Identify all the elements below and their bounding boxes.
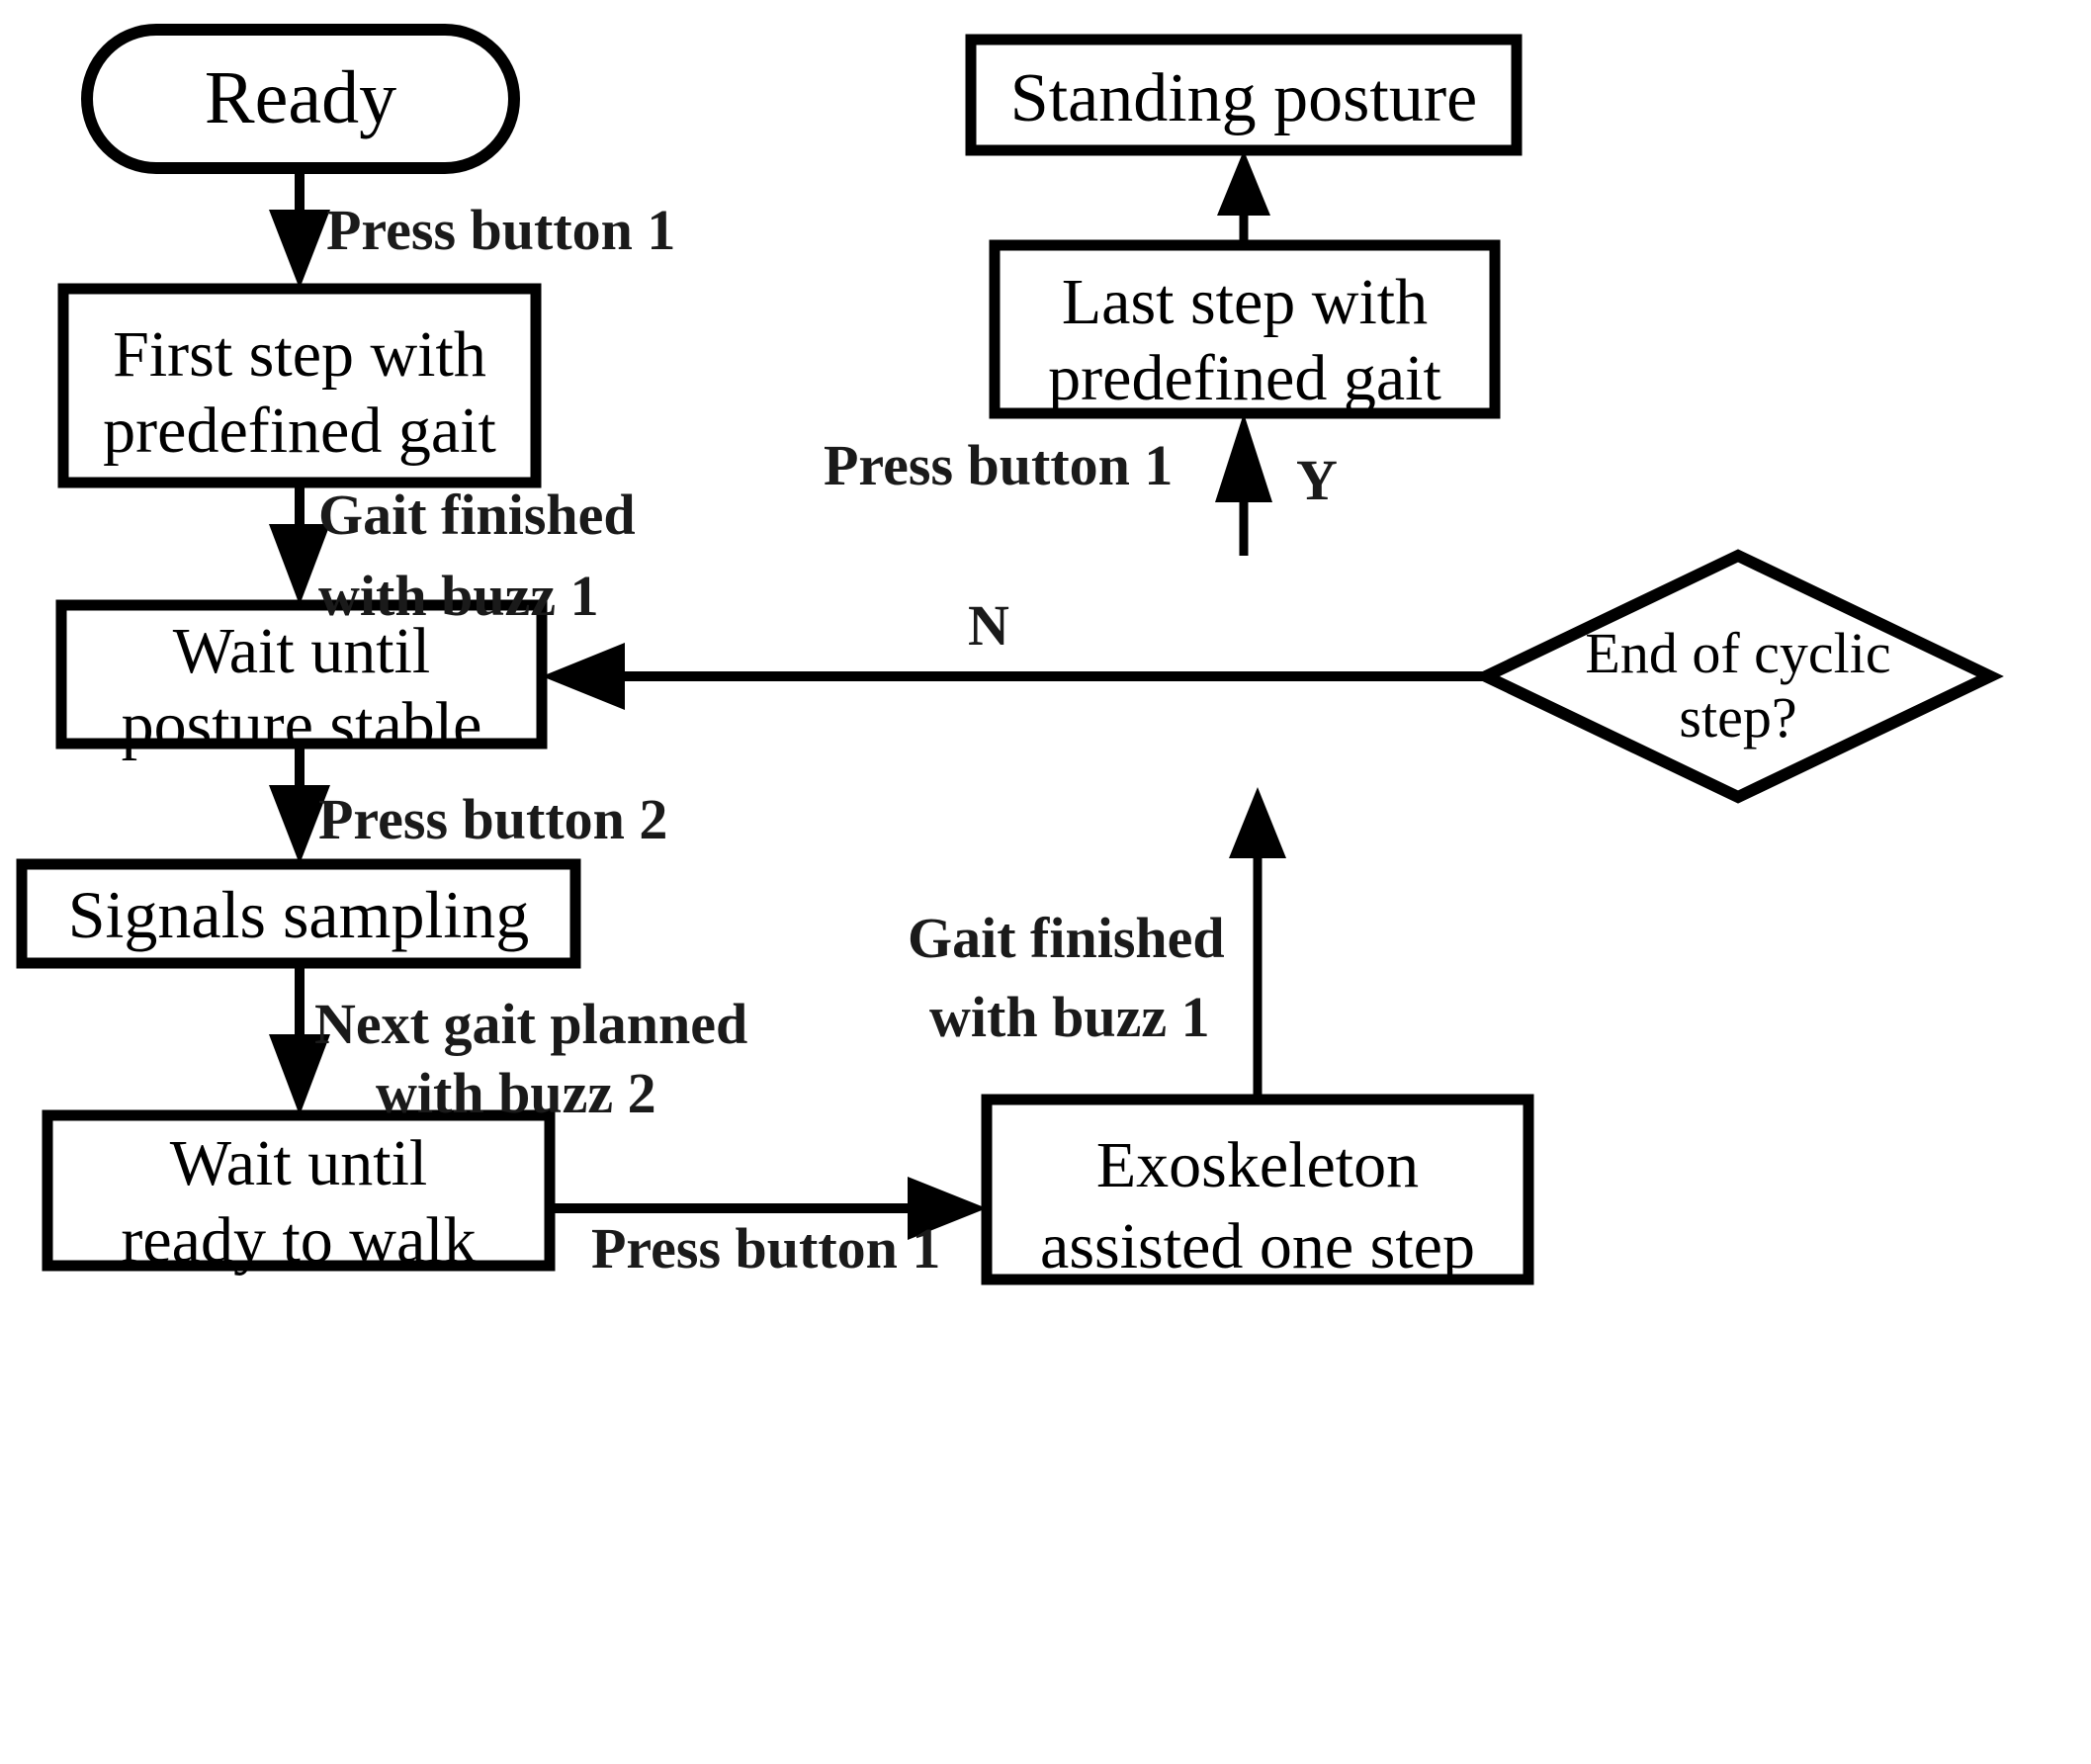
node-last-step-shape[interactable]	[989, 239, 1501, 419]
node-exoskeleton-assisted-step-shape[interactable]	[981, 1094, 1534, 1285]
arrow-head-down	[269, 524, 330, 605]
node-last-step-label-line1: Last step with	[1062, 266, 1428, 338]
edge-label-press-button-1-start: Press button 1	[326, 198, 675, 262]
edge-last-step-to-standing	[1217, 150, 1270, 245]
node-signals-sampling-label: Signals sampling	[68, 877, 530, 952]
edge-label-press-button-1-walk: Press button 1	[591, 1216, 940, 1280]
node-ready-shape[interactable]	[81, 24, 520, 174]
node-last-step-label-line2: predefined gait	[1048, 342, 1441, 414]
node-end-of-cyclic-step[interactable]: End of cyclic step?	[1472, 549, 2004, 804]
arrow-head-down	[269, 210, 330, 289]
edge-decision-no-to-wait-posture	[542, 643, 1486, 710]
node-exoskeleton-label-line1: Exoskeleton	[1096, 1129, 1419, 1201]
node-first-step[interactable]: First step with predefined gait	[57, 283, 542, 488]
node-first-step-label-line1: First step with	[113, 318, 486, 391]
node-wait-ready-to-walk-label-line2: ready to walk	[121, 1204, 476, 1277]
edge-label-press-button-1-last-step: Press button 1	[824, 433, 1173, 497]
arrow-head-left	[542, 643, 625, 710]
edge-exoskeleton-to-decision	[1229, 787, 1286, 1100]
arrow-head-down	[269, 1034, 330, 1115]
edge-label-press-button-2: Press button 2	[318, 787, 667, 851]
node-wait-ready-to-walk[interactable]: Wait until ready to walk	[42, 1109, 556, 1277]
arrow-head-down	[269, 785, 330, 864]
edge-label-next-gait-planned-line2: with buzz 2	[376, 1061, 656, 1125]
edge-wait-ready-to-exoskeleton	[550, 1177, 987, 1240]
branch-label-no: N	[968, 593, 1009, 658]
edge-label-gait-finished-right-line2: with buzz 1	[929, 985, 1210, 1049]
arrow-head-up	[1215, 413, 1272, 502]
edge-first-step-to-wait-posture	[269, 483, 330, 605]
node-exoskeleton-label-line2: assisted one step	[1040, 1210, 1475, 1282]
node-last-step[interactable]: Last step with predefined gait	[989, 239, 1501, 419]
node-signals-sampling-shape[interactable]	[16, 858, 581, 969]
edge-label-gait-finished-line2: with buzz 1	[318, 564, 599, 628]
node-standing-posture[interactable]: Standing posture	[965, 34, 1523, 156]
edge-label-gait-finished-right-line1: Gait finished	[908, 906, 1225, 970]
node-end-of-cyclic-step-label-line1: End of cyclic	[1585, 621, 1890, 685]
edge-label-gait-finished-line1: Gait finished	[318, 483, 636, 547]
arrow-head-up	[1229, 787, 1286, 858]
arrow-head-up	[1217, 150, 1270, 216]
edge-ready-to-first-step	[269, 168, 330, 289]
node-exoskeleton-assisted-step[interactable]: Exoskeleton assisted one step	[981, 1094, 1534, 1285]
node-end-of-cyclic-step-label-line2: step?	[1679, 685, 1796, 750]
node-wait-posture-stable-label-line2: posture stable	[122, 689, 482, 761]
edge-wait-posture-to-signals	[269, 744, 330, 864]
node-ready-label: Ready	[205, 56, 396, 139]
node-ready[interactable]: Ready	[81, 24, 520, 174]
node-standing-posture-shape[interactable]	[965, 34, 1523, 156]
node-wait-ready-to-walk-label-line1: Wait until	[170, 1127, 428, 1199]
node-wait-posture-stable[interactable]: Wait until posture stable	[55, 599, 548, 761]
arrow-head-right	[908, 1177, 987, 1240]
edge-signals-to-wait-ready	[269, 963, 330, 1115]
node-wait-posture-stable-shape[interactable]	[55, 599, 548, 750]
node-first-step-label-line2: predefined gait	[103, 395, 496, 467]
node-signals-sampling[interactable]: Signals sampling	[16, 858, 581, 969]
node-wait-ready-to-walk-shape[interactable]	[42, 1109, 556, 1272]
node-end-of-cyclic-step-shape[interactable]	[1472, 549, 2004, 804]
branch-label-yes: Y	[1296, 448, 1338, 512]
edge-decision-yes-to-last-step	[1215, 413, 1272, 556]
node-standing-posture-label: Standing posture	[1010, 60, 1477, 136]
node-first-step-shape[interactable]	[57, 283, 542, 488]
edge-label-next-gait-planned-line1: Next gait planned	[314, 992, 747, 1056]
node-wait-posture-stable-label-line1: Wait until	[173, 615, 431, 687]
